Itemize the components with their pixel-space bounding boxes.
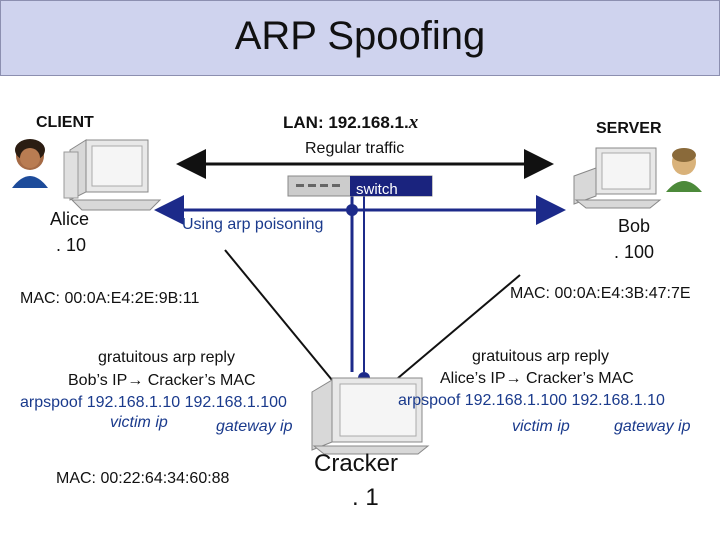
client-label: CLIENT	[36, 114, 94, 131]
switch-label: switch	[356, 181, 398, 198]
alice-to-cracker-line	[224, 249, 333, 381]
left-reply-line2: Bob’s IP→ Cracker’s MAC	[68, 372, 256, 389]
server-label: SERVER	[596, 120, 662, 137]
right-gateway-ip: gateway ip	[614, 418, 691, 435]
left-reply-line1: gratuitous arp reply	[98, 349, 235, 366]
cracker-name: Cracker	[314, 450, 399, 477]
alice-avatar-icon	[12, 139, 48, 188]
lan-label: LAN: 192.168.1.x	[283, 112, 419, 133]
cracker-mac: MAC: 00:22:64:34:60:88	[56, 470, 230, 487]
bob-avatar-icon	[666, 148, 702, 192]
right-victim-ip: victim ip	[512, 418, 570, 435]
cracker-computer-icon	[311, 377, 430, 455]
poisoning-label: Using arp poisoning	[182, 216, 324, 233]
bob-computer-icon	[573, 147, 662, 209]
right-reply-line2: Alice’s IP→ Cracker’s MAC	[440, 370, 634, 387]
regular-traffic-label: Regular traffic	[305, 140, 405, 157]
diagram-title: ARP Spoofing	[234, 14, 486, 58]
right-reply-command: arpspoof 192.168.1.100 192.168.1.10	[398, 392, 665, 409]
title-bar	[0, 0, 720, 76]
alice-mac: MAC: 00:0A:E4:2E:9B:11	[20, 290, 200, 307]
bob-ip: . 100	[614, 242, 655, 262]
cracker-ip: . 1	[352, 484, 379, 511]
left-victim-ip: victim ip	[110, 414, 168, 431]
bob-mac: MAC: 00:0A:E4:3B:47:7E	[510, 285, 691, 302]
alice-name: Alice	[50, 209, 90, 229]
alice-computer-icon	[63, 139, 162, 211]
alice-ip: . 10	[56, 235, 87, 255]
left-gateway-ip: gateway ip	[216, 418, 293, 435]
left-reply-command: arpspoof 192.168.1.10 192.168.1.100	[20, 394, 287, 411]
node-left	[346, 204, 358, 216]
bob-to-cracker-line	[397, 274, 521, 379]
bob-name: Bob	[618, 216, 651, 236]
right-reply-line1: gratuitous arp reply	[472, 348, 609, 365]
switch-icon	[287, 175, 433, 197]
